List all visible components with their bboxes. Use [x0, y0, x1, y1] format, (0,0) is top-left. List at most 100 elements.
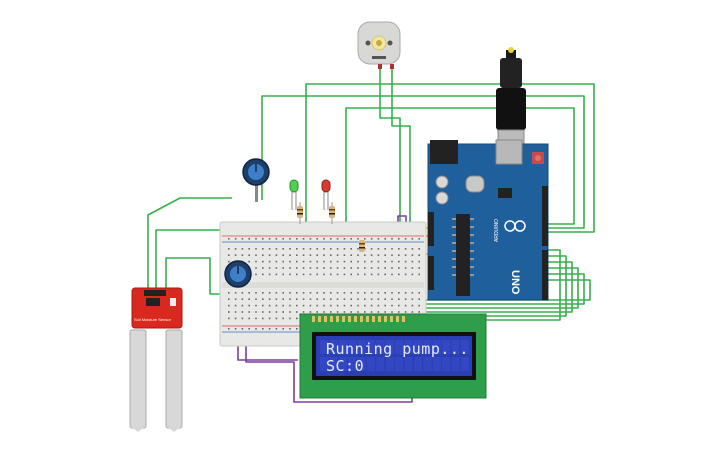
- breadboard-hole: [296, 298, 298, 300]
- breadboard-hole: [275, 254, 278, 256]
- breadboard-hole: [289, 273, 291, 276]
- breadboard-hole: [404, 292, 407, 294]
- breadboard-hole: [228, 304, 230, 307]
- breadboard-hole: [330, 273, 332, 276]
- breadboard-hole: [404, 273, 407, 276]
- lcd-16x2: Running pump... SC:0: [299, 313, 487, 399]
- lcd-cell: [451, 340, 460, 354]
- lcd-cell: [376, 340, 385, 354]
- breadboard-hole: [323, 298, 325, 300]
- breadboard-hole: [391, 311, 393, 313]
- breadboard-hole: [391, 267, 393, 269]
- breadboard-hole: [370, 260, 373, 263]
- breadboard-hole: [357, 292, 359, 294]
- breadboard-hole: [418, 273, 420, 276]
- breadboard-hole: [255, 317, 257, 320]
- breadboard-hole: [275, 298, 278, 300]
- lcd-cell: [423, 340, 432, 354]
- breadboard-hole: [330, 254, 332, 256]
- breadboard-hole: [323, 248, 325, 250]
- breadboard-hole: [411, 267, 414, 269]
- breadboard-hole: [248, 317, 250, 320]
- breadboard-hole: [316, 238, 318, 240]
- wire-sensor-c: [165, 257, 232, 295]
- breadboard-hole: [370, 311, 373, 313]
- breadboard-hole: [275, 260, 278, 263]
- breadboard-hole: [357, 273, 359, 276]
- lcd-cell: [404, 357, 413, 371]
- breadboard-hole: [248, 328, 250, 330]
- lcd-cell: [432, 340, 441, 354]
- breadboard-hole: [350, 260, 352, 263]
- potentiometer-top: [242, 158, 270, 202]
- breadboard-hole: [268, 328, 271, 330]
- breadboard-hole: [370, 273, 373, 276]
- breadboard-hole: [248, 311, 250, 313]
- breadboard-hole: [350, 238, 352, 240]
- breadboard-hole: [296, 238, 298, 240]
- breadboard-hole: [289, 238, 291, 240]
- arduino-brand-label: ARDUINO: [494, 219, 500, 242]
- lcd-cell: [338, 340, 347, 354]
- breadboard-hole: [302, 248, 305, 250]
- breadboard-hole: [404, 304, 407, 307]
- breadboard-hole: [364, 238, 366, 240]
- breadboard-hole: [370, 238, 373, 240]
- breadboard-hole: [323, 304, 325, 307]
- lcd-pin: [336, 316, 339, 322]
- breadboard-hole: [404, 254, 407, 256]
- breadboard-hole: [248, 304, 250, 307]
- breadboard-hole: [289, 254, 291, 256]
- soil-moisture-sensor: Soil Moisture Sensor: [129, 287, 183, 432]
- breadboard-hole: [377, 267, 380, 269]
- breadboard-hole: [357, 267, 359, 269]
- breadboard-hole: [391, 292, 393, 294]
- lcd-cell: [329, 357, 338, 371]
- lcd-cell: [357, 357, 366, 371]
- breadboard-hole: [398, 298, 400, 300]
- breadboard-hole: [398, 304, 400, 307]
- breadboard-hole: [364, 292, 366, 294]
- lcd-character-cells: [320, 340, 469, 371]
- arduino-board-label: UNO: [509, 270, 521, 295]
- lcd-cell: [395, 357, 404, 371]
- breadboard-hole: [330, 292, 332, 294]
- breadboard-hole: [241, 238, 244, 240]
- breadboard-hole: [350, 248, 352, 250]
- breadboard-hole: [411, 248, 414, 250]
- breadboard-hole: [302, 238, 305, 240]
- breadboard-hole: [370, 304, 373, 307]
- breadboard-hole: [350, 298, 352, 300]
- breadboard-hole: [262, 298, 264, 300]
- arduino-uno: ARDUINO UNO: [427, 139, 549, 301]
- breadboard-hole: [282, 238, 284, 240]
- breadboard-hole: [411, 311, 414, 313]
- breadboard-hole: [370, 292, 373, 294]
- breadboard-hole: [302, 267, 305, 269]
- breadboard-hole: [418, 298, 420, 300]
- breadboard-hole: [296, 273, 298, 276]
- breadboard-hole: [384, 248, 386, 250]
- lcd-cell: [357, 340, 366, 354]
- breadboard-hole: [282, 292, 284, 294]
- breadboard-hole: [289, 267, 291, 269]
- breadboard-hole: [262, 273, 264, 276]
- breadboard-hole: [336, 260, 339, 263]
- lcd-cell: [376, 357, 385, 371]
- breadboard-hole: [241, 248, 244, 250]
- breadboard-hole: [302, 298, 305, 300]
- breadboard-hole: [370, 267, 373, 269]
- led-green: [289, 179, 299, 210]
- breadboard-hole: [398, 248, 400, 250]
- lcd-cell: [404, 340, 413, 354]
- lcd-pin: [312, 316, 315, 322]
- wire-lcd-3: [398, 261, 573, 313]
- breadboard-hole: [268, 238, 271, 240]
- lcd-line-1: Running pump...: [326, 340, 469, 358]
- lcd-pin: [372, 316, 375, 322]
- breadboard-hole: [234, 328, 237, 330]
- led-red: [321, 179, 331, 210]
- breadboard-hole: [268, 267, 271, 269]
- breadboard-hole: [336, 267, 339, 269]
- breadboard-hole: [391, 260, 393, 263]
